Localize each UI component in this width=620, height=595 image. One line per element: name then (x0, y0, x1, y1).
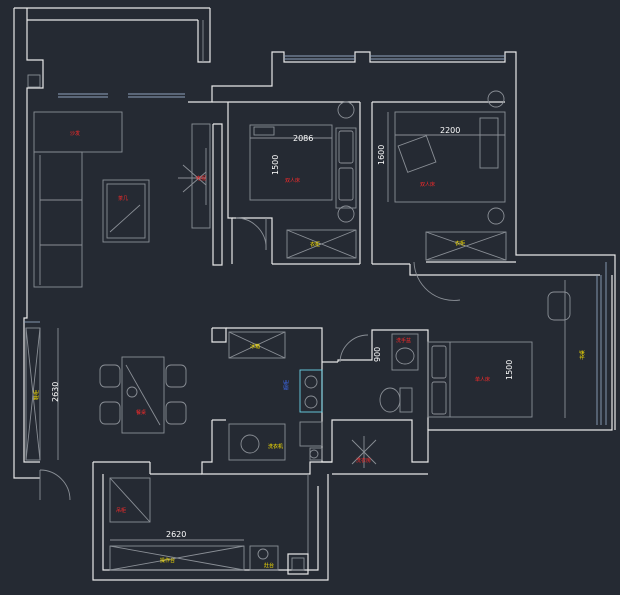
bedroom-3: 1500 单人床 书桌 (339, 280, 586, 418)
dining-label: 餐桌 (136, 409, 146, 416)
basin-label: 洗手盆 (396, 337, 411, 344)
bed2-label: 双人床 (420, 181, 435, 188)
balcony-cabinet-label: 吊柜 (116, 507, 126, 514)
desk-label: 书桌 (579, 350, 586, 360)
tea-table-label: 茶几 (118, 195, 128, 202)
bath-width-dim: 900 (373, 347, 382, 362)
kitchen: 冰箱 橱柜 洗衣机 (228, 331, 323, 461)
bedroom1-width-dim: 2086 (293, 134, 313, 143)
bedroom3-height-dim: 1500 (505, 360, 514, 380)
laundry-label: 洗衣房 (356, 457, 371, 464)
bedroom-1: 2086 1500 双人床 衣柜 (235, 101, 357, 259)
cabinet-label: 橱柜 (283, 380, 290, 390)
wardrobe1-label: 衣柜 (310, 241, 320, 248)
tv-unit: 电视 (178, 123, 211, 229)
entry-door (39, 469, 71, 501)
tv-label: 电视 (196, 175, 206, 182)
living-length-dimension: 2630 (51, 382, 60, 402)
washer-label: 洗衣机 (268, 443, 283, 450)
sofa: 沙发 (33, 111, 123, 288)
bedroom1-height-dim: 1500 (271, 155, 280, 175)
bed1-label: 双人床 (285, 177, 300, 184)
windows (24, 55, 607, 425)
shoe-cabinet: 鞋柜 (25, 327, 41, 461)
dimension-living: 2630 (51, 328, 60, 460)
stove-label: 灶台 (264, 562, 274, 569)
shoe-cabinet-label: 鞋柜 (33, 390, 40, 400)
wardrobe2-label: 衣柜 (455, 240, 465, 247)
kitchen-lower: 吊柜 2620 操作台 灶台 (109, 477, 309, 575)
bedroom2-width-dim: 2200 (440, 126, 460, 135)
fridge-label: 冰箱 (250, 343, 260, 350)
bathroom: 900 洗手盆 洗衣房 (351, 333, 419, 468)
sofa-label: 沙发 (70, 130, 80, 137)
bed3-label: 单人床 (475, 376, 490, 383)
tea-table: 茶几 (102, 179, 150, 243)
counter-label: 操作台 (160, 557, 175, 564)
dining-table: 餐桌 (99, 356, 187, 434)
fixtures (27, 74, 323, 461)
bedroom2-height-dim: 1600 (377, 145, 386, 165)
outer-walls (13, 7, 616, 479)
kitchen-width-dim: 2620 (166, 530, 186, 539)
bedroom-2: 2200 1600 双人床 衣柜 (377, 90, 507, 301)
